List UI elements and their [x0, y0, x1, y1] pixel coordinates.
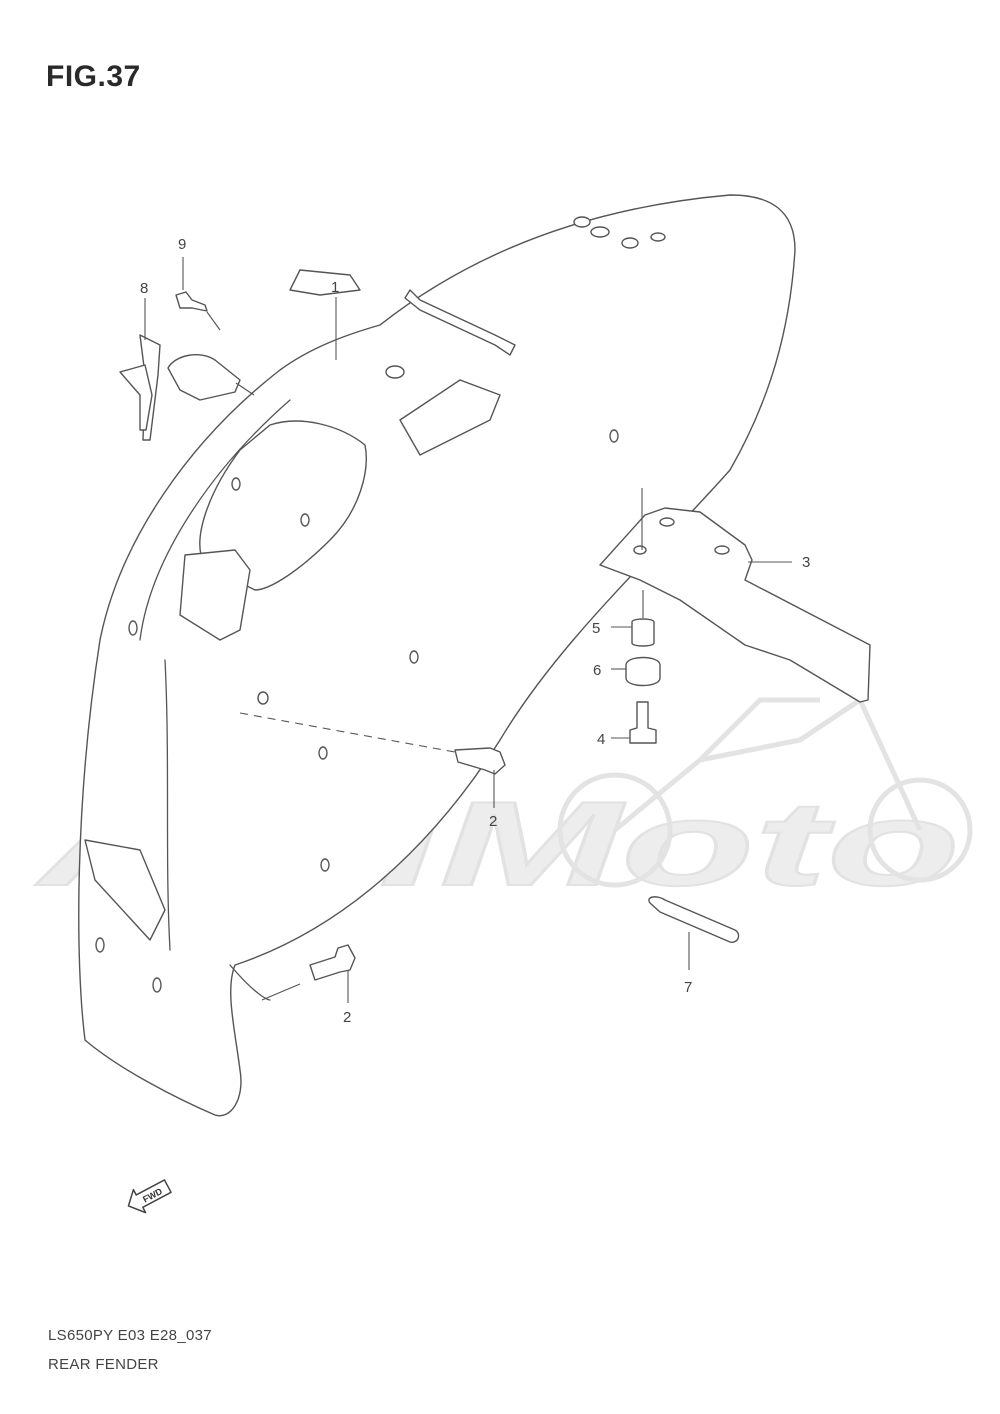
callout-labels: 1 2 2 3 4 5 6 7 8 9 — [140, 236, 810, 1026]
footer-section-name: REAR FENDER — [48, 1356, 159, 1373]
fender-hole — [573, 216, 591, 228]
bracket-hole — [633, 545, 647, 555]
callout-2-upper: 2 — [489, 813, 497, 830]
fender-hole — [621, 237, 639, 249]
fender-hole — [609, 429, 619, 443]
bolt-part-upper — [454, 747, 506, 775]
fender-hole — [95, 937, 105, 953]
watermark-wheel-rear-icon — [557, 772, 673, 888]
fender-rear-plate — [399, 379, 501, 456]
fender-hole — [128, 620, 138, 636]
bracket-hole — [659, 517, 675, 527]
callout-5: 5 — [592, 620, 600, 637]
lock-set-part — [119, 334, 241, 441]
callout-9: 9 — [178, 236, 186, 253]
watermark-motorcycle-frame-icon — [613, 696, 923, 832]
fender-hole — [152, 977, 162, 993]
bracket-hole — [714, 545, 730, 555]
callout-7: 7 — [684, 979, 692, 996]
screw-part — [175, 291, 208, 312]
figure-title: FIG.37 — [46, 60, 141, 93]
watermark-wheel-front-icon — [867, 777, 973, 883]
bracket-part — [599, 507, 871, 703]
leader-fender-2b — [261, 983, 301, 1001]
fender-hole — [320, 858, 330, 872]
callout-3: 3 — [802, 554, 810, 571]
collar-part — [631, 618, 655, 647]
fender-hole — [409, 650, 419, 664]
callout-6: 6 — [593, 662, 601, 679]
leader-8-path — [235, 382, 255, 396]
fender-hole — [300, 513, 310, 527]
fender-inner-edge — [139, 399, 291, 1001]
fender-grip-rail — [404, 289, 516, 356]
fender-tail-mount — [179, 549, 251, 641]
callout-8: 8 — [140, 280, 148, 297]
bolt-part-lower — [309, 944, 356, 981]
rear-fender-body — [78, 194, 796, 1117]
fender-lower-mount — [84, 839, 166, 941]
fender-holes — [95, 216, 666, 993]
leader-dashed — [239, 712, 456, 753]
fender-hole — [318, 746, 328, 760]
lock-cylinder-icon — [167, 354, 241, 401]
fender-license-recess — [199, 420, 367, 591]
clamp-part — [648, 896, 740, 943]
callout-1: 1 — [331, 279, 339, 296]
leader-lines — [144, 257, 792, 1003]
fender-hole — [650, 232, 666, 242]
rear-fender-part — [78, 194, 796, 1117]
leader-9-path — [206, 311, 221, 331]
cushion-part — [625, 656, 661, 687]
callout-4: 4 — [597, 731, 605, 748]
bolt-part-4 — [629, 701, 657, 744]
footer-model-code: LS650PY E03 E28_037 — [48, 1327, 212, 1344]
fender-hole — [590, 226, 610, 238]
fender-hole — [257, 691, 269, 705]
fender-hole — [231, 477, 241, 491]
forward-direction-arrow-icon: FWD — [127, 1179, 172, 1214]
fender-hole — [385, 365, 405, 379]
key-icon — [119, 364, 153, 431]
fender-seat-bracket — [289, 269, 361, 296]
callout-2-lower: 2 — [343, 1009, 351, 1026]
